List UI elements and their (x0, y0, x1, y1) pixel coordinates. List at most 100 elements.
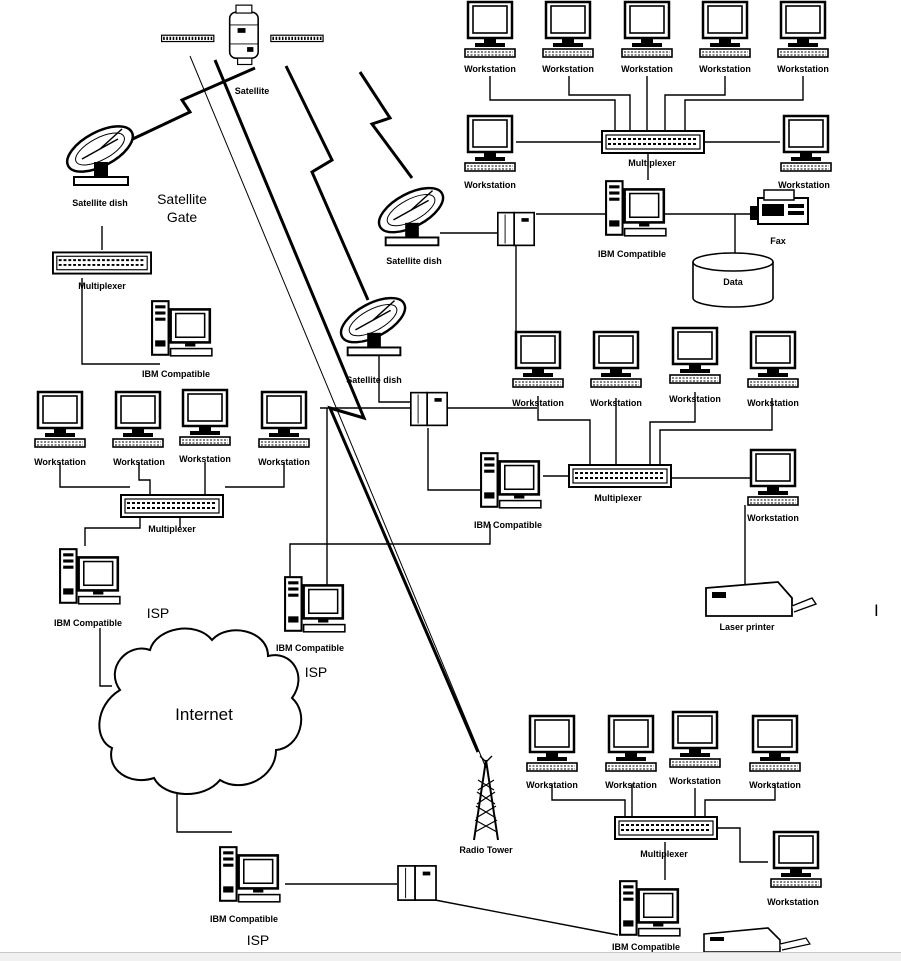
fax-icon (750, 189, 809, 225)
workstation-label: Workstation (258, 457, 310, 467)
laser-printer-label: Laser printer (719, 622, 775, 632)
monitor-icon (748, 714, 802, 773)
multiplexer-icon (568, 464, 672, 488)
monitor-icon (620, 0, 674, 59)
modem-icon (397, 865, 437, 901)
workstation-label: Workstation (621, 64, 673, 74)
tower-pc-icon (58, 547, 122, 606)
satellite-icon (160, 4, 325, 67)
modem-icon (409, 391, 449, 427)
cables (59, 76, 804, 936)
workstation-label: Workstation (777, 64, 829, 74)
monitor-icon (746, 330, 800, 389)
internet-label: Internet (175, 705, 233, 724)
workstation-label: Workstation (669, 776, 721, 786)
multiplexer-label: Multiplexer (594, 493, 642, 503)
workstation-label: Workstation (179, 454, 231, 464)
workstation-label: Workstation (464, 180, 516, 190)
tower-pc-icon (283, 575, 347, 634)
multiplexer-label: Multiplexer (628, 158, 676, 168)
monitor-icon (463, 0, 517, 59)
monitor-icon (463, 114, 517, 173)
laser-printer-icon (703, 927, 811, 952)
workstation-group-middle: Workstation Workstation Workstation Work… (409, 326, 818, 632)
multiplexer-label: Multiplexer (148, 524, 196, 534)
workstation-group-top: Workstation Workstation Workstation Work… (463, 0, 833, 308)
ibm-compatible-label: IBM Compatible (142, 369, 210, 379)
isp-label: ISP (247, 932, 270, 948)
multiplexer-label: Multiplexer (78, 281, 126, 291)
monitor-icon (779, 114, 833, 173)
tower-pc-icon (479, 451, 543, 510)
monitor-icon (668, 326, 722, 385)
fax-label: Fax (770, 236, 786, 246)
ibm-compatible-label: IBM Compatible (276, 643, 344, 653)
satellite-gate-label-line-2: Gate (167, 209, 198, 225)
workstation-label: Workstation (464, 64, 516, 74)
multiplexer-icon (614, 816, 718, 840)
workstation-label: Workstation (747, 513, 799, 523)
monitor-icon (698, 0, 752, 59)
workstation-label: Workstation (512, 398, 564, 408)
monitor-icon (525, 714, 579, 773)
workstation-label: Workstation (542, 64, 594, 74)
workstation-label: Workstation (699, 64, 751, 74)
monitor-icon (769, 830, 823, 889)
monitor-icon (178, 388, 232, 447)
satellite-dish-label: Satellite dish (72, 198, 128, 208)
tower-pc-icon (150, 299, 214, 358)
satellite-dish-icon (334, 290, 414, 357)
monitor-icon (33, 390, 87, 449)
satellite-dish-label: Satellite dish (386, 256, 442, 266)
workstation-label: Workstation (590, 398, 642, 408)
monitor-icon (511, 330, 565, 389)
ibm-compatible-label: IBM Compatible (54, 618, 122, 628)
multiplexer-icon (120, 494, 224, 518)
ibm-compatible-label: IBM Compatible (474, 520, 542, 530)
monitor-icon (589, 330, 643, 389)
radio-tower-label: Radio Tower (459, 845, 513, 855)
monitor-icon (257, 390, 311, 449)
database-icon (692, 252, 774, 308)
isp-label: ISP (147, 605, 170, 621)
multiplexer-label: Multiplexer (640, 849, 688, 859)
satellite-label: Satellite (235, 86, 270, 96)
window-bottom-edge (0, 952, 901, 961)
satellite-gate-label-line-1: Satellite (157, 191, 207, 207)
workstation-group-bottom: Workstation Workstation Workstation Work… (525, 710, 823, 952)
tower-pc-icon (218, 845, 282, 904)
tower-pc-icon (604, 179, 668, 238)
tower-pc-icon (618, 879, 682, 938)
wireless-links (119, 55, 487, 769)
workstation-label: Workstation (526, 780, 578, 790)
isp-label: ISP (305, 664, 328, 680)
text-cursor-mark: I (874, 601, 879, 620)
workstation-label: Workstation (605, 780, 657, 790)
laser-printer-icon (705, 581, 818, 617)
satellite-dish-icon (372, 180, 452, 247)
workstation-label: Workstation (778, 180, 830, 190)
ibm-compatible-label: IBM Compatible (598, 249, 666, 259)
data-label: Data (723, 277, 744, 287)
radio-tower-icon (473, 755, 499, 841)
workstation-label: Workstation (113, 457, 165, 467)
ibm-compatible-label: IBM Compatible (210, 914, 278, 924)
modem-icon (496, 211, 536, 247)
monitor-icon (776, 0, 830, 59)
monitor-icon (541, 0, 595, 59)
multiplexer-icon (52, 251, 152, 275)
monitor-icon (668, 710, 722, 769)
workstation-label: Workstation (749, 780, 801, 790)
workstation-label: Workstation (34, 457, 86, 467)
cloud-icon (98, 627, 303, 795)
satellite-dish-icon (60, 118, 142, 187)
workstation-label: Workstation (669, 394, 721, 404)
workstation-group-left: Multiplexer IBM Compatible Workstation W… (33, 251, 347, 680)
multiplexer-icon (601, 130, 705, 154)
monitor-icon (111, 390, 165, 449)
monitor-icon (604, 714, 658, 773)
ibm-compatible-label: IBM Compatible (612, 942, 680, 952)
workstation-label: Workstation (767, 897, 819, 907)
satellite-dish-label: Satellite dish (346, 375, 402, 385)
